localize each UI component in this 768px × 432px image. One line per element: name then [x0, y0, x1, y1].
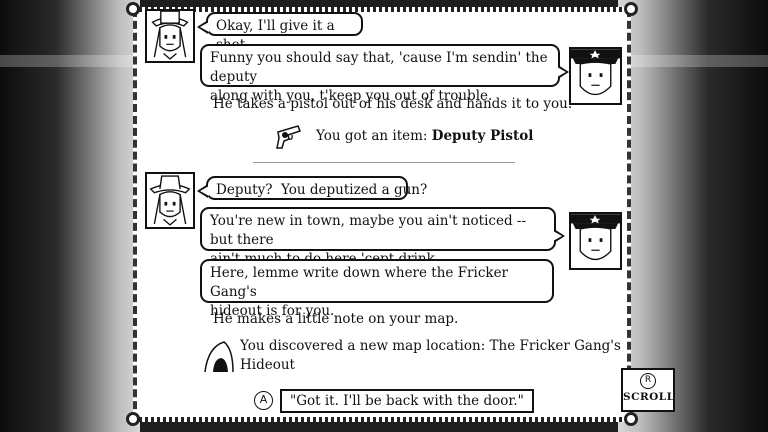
item-label-prefix: You got an item:: [316, 128, 432, 144]
dialogue-bubble-sheriff-1: Funny you should say that, 'cause I'm se…: [200, 44, 569, 104]
rope-knot-top-left: [126, 2, 140, 16]
dialogue-text-line: Funny you should say that, 'cause I'm se…: [210, 50, 548, 85]
background-right: [618, 0, 768, 432]
dialogue-text-line: hideout is for you.: [210, 303, 335, 319]
background-left: [0, 0, 140, 432]
dialogue-bubble-sheriff-2: You're new in town, maybe you ain't noti…: [200, 207, 565, 267]
pistol-icon: [274, 122, 304, 150]
rope-border-top: [133, 7, 631, 12]
dialogue-bubble-player-2: Deputy? You deputized a gun?: [197, 176, 427, 200]
location-text-line: Hideout: [240, 357, 295, 373]
rope-knot-top-right: [624, 2, 638, 16]
item-received-row: You got an item: Deputy Pistol: [274, 122, 533, 150]
cave-hideout-icon: [204, 339, 234, 373]
a-button-icon: A: [254, 391, 273, 410]
location-text-line: You discovered a new map location: The F…: [240, 338, 621, 354]
rope-border-bottom: [133, 417, 631, 422]
narration-line: He makes a little note on your map.: [213, 311, 459, 327]
dialogue-choice-button[interactable]: "Got it. I'll be back with the door.": [280, 389, 534, 413]
sheriff-portrait-icon: [569, 47, 622, 105]
sheriff-portrait-icon: [569, 212, 622, 270]
rope-knot-bottom-left: [126, 412, 140, 426]
cowboy-portrait-icon: [145, 9, 195, 63]
item-name: Deputy Pistol: [431, 128, 534, 144]
dialogue-bubble-player-1: Okay, I'll give it a shot.: [197, 12, 363, 53]
dialogue-bubble-sheriff-3: Here, lemme write down where the Fricker…: [200, 259, 554, 319]
dialogue-text: Deputy? You deputized a gun?: [216, 182, 428, 198]
dialogue-text-line: You're new in town, maybe you ain't noti…: [210, 213, 527, 248]
rope-knot-bottom-right: [624, 412, 638, 426]
r-button-icon: R: [640, 373, 656, 389]
cowboy-portrait-icon: [145, 172, 195, 229]
dialogue-text-line: along with you, t'keep you out of troubl…: [210, 88, 493, 104]
narration-line: He takes a pistol out of his desk and ha…: [213, 96, 573, 112]
location-discovered-row: You discovered a new map location: The F…: [204, 337, 621, 375]
scroll-button[interactable]: R SCROLL: [621, 368, 675, 412]
section-divider: [253, 162, 515, 163]
scroll-label: SCROLL: [623, 391, 675, 403]
dialogue-text-line: Here, lemme write down where the Fricker…: [210, 265, 509, 300]
